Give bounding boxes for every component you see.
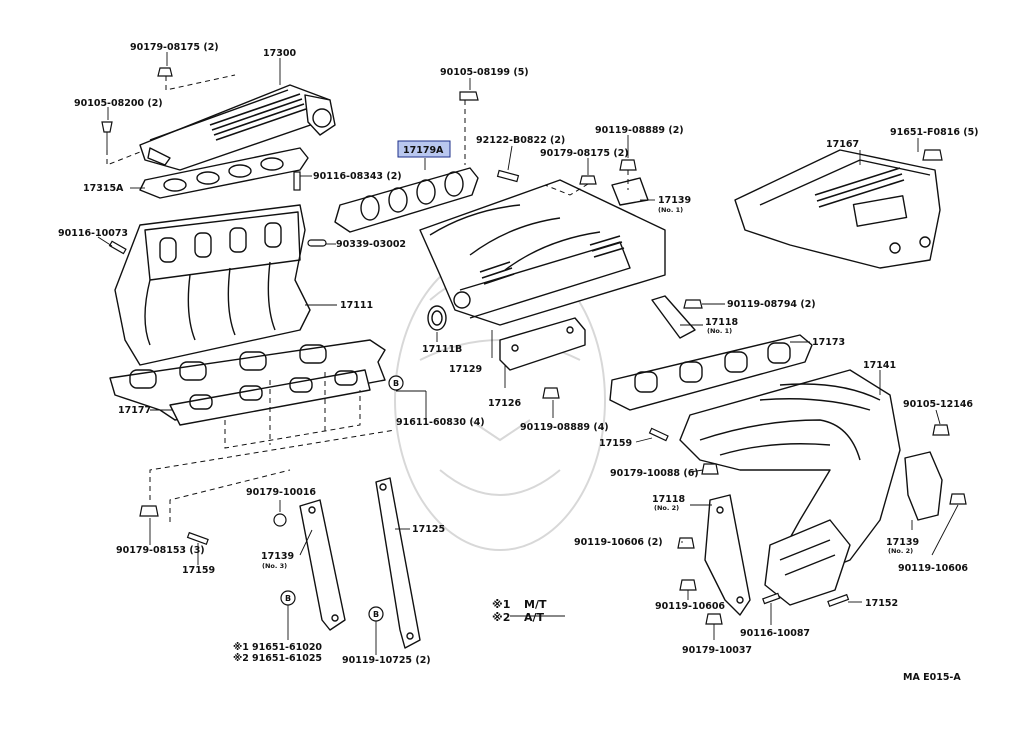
label-17118-no2-note: (No. 2) [654, 504, 679, 512]
part-17177-gasket[interactable] [109, 339, 386, 426]
part-17126-bracket[interactable] [499, 317, 586, 371]
label-17139-no2[interactable]: 17139 [886, 537, 919, 548]
legend-mark-2: ※2 [492, 611, 510, 624]
b-marker-1: B [388, 375, 404, 391]
label-17139-no3[interactable]: 17139 [261, 551, 294, 562]
label-star2: ※2 [233, 653, 249, 664]
label-17125[interactable]: 17125 [412, 524, 445, 535]
svg-text:B: B [373, 610, 379, 619]
label-90119-08889-a[interactable]: 90119-08889 (2) [595, 125, 684, 136]
part-17125-stay[interactable] [375, 477, 421, 649]
legend-text-1: M/T [524, 598, 547, 611]
label-92122-B0822[interactable]: 92122-B0822 (2) [476, 135, 565, 146]
label-17139-no3-note: (No. 3) [262, 562, 287, 570]
label-90119-10606-c[interactable]: 90119-10606 [655, 601, 725, 612]
part-17139-no3-stay[interactable] [299, 499, 346, 631]
label-17139-no1-note: (No. 1) [658, 206, 683, 214]
label-90116-10087[interactable]: 90116-10087 [740, 628, 810, 639]
label-90105-12146[interactable]: 90105-12146 [903, 399, 973, 410]
legend-mark-1: ※1 [492, 598, 510, 611]
label-90119-08794[interactable]: 90119-08794 (2) [727, 299, 816, 310]
fasteners-left[interactable] [101, 67, 327, 546]
label-90179-10016[interactable]: 90179-10016 [246, 487, 316, 498]
part-17111B-seal[interactable] [427, 305, 447, 331]
part-17179A-gasket[interactable] [334, 167, 479, 233]
label-17111[interactable]: 17111 [340, 300, 373, 311]
part-17300-plenum[interactable] [139, 84, 336, 171]
label-17118-no1[interactable]: 17118 [705, 317, 738, 328]
diagram-code: MA E015-A [903, 672, 961, 683]
fasteners-right[interactable] [648, 424, 967, 625]
label-91651-F0816[interactable]: 91651-F0816 (5) [890, 127, 979, 138]
label-90116-10073[interactable]: 90116-10073 [58, 228, 128, 239]
label-90179-10088[interactable]: 90179-10088 (6) [610, 468, 699, 479]
label-90179-08175-a[interactable]: 90179-08175 (2) [130, 42, 219, 53]
b-marker-3: B [368, 606, 384, 622]
part-17315A-gasket[interactable] [139, 147, 309, 199]
part-labels: 90179-08175 (2) 17300 90105-08200 (2) 17… [58, 42, 979, 666]
label-17179A[interactable]: 17179A [403, 145, 444, 156]
part-17111-intake-manifold[interactable] [114, 204, 311, 366]
label-17315A[interactable]: 17315A [83, 183, 124, 194]
assembly-dashed-lines [106, 74, 629, 522]
label-90179-08175-b[interactable]: 90179-08175 (2) [540, 148, 629, 159]
label-star1: ※1 [233, 642, 249, 653]
label-90116-08343[interactable]: 90116-08343 (2) [313, 171, 402, 182]
label-17111B[interactable]: 17111B [422, 344, 462, 355]
label-17173[interactable]: 17173 [812, 337, 845, 348]
label-91651-61025[interactable]: 91651-61025 [252, 653, 322, 664]
label-17167[interactable]: 17167 [826, 139, 859, 150]
part-17129-intake-runners[interactable] [419, 179, 666, 326]
label-90119-10606-b[interactable]: 90119-10606 [898, 563, 968, 574]
legend: ※1 M/T ※2 A/T [492, 598, 547, 624]
fasteners-center[interactable] [459, 91, 703, 399]
label-17177[interactable]: 17177 [118, 405, 151, 416]
label-90119-10725[interactable]: 90119-10725 (2) [342, 655, 431, 666]
label-90119-08889-b[interactable]: 90119-08889 (4) [520, 422, 609, 433]
b-marker-2: B [280, 590, 296, 606]
label-17129[interactable]: 17129 [449, 364, 482, 375]
part-17139-no2-stay[interactable] [904, 451, 943, 521]
svg-text:B: B [393, 379, 399, 388]
label-90105-08200[interactable]: 90105-08200 (2) [74, 98, 163, 109]
part-17173-gasket[interactable] [609, 334, 813, 411]
label-17159-b[interactable]: 17159 [599, 438, 632, 449]
label-90105-08199[interactable]: 90105-08199 (5) [440, 67, 529, 78]
label-17139-no2-note: (No. 2) [888, 547, 913, 555]
label-17159-a[interactable]: 17159 [182, 565, 215, 576]
label-90179-10037[interactable]: 90179-10037 [682, 645, 752, 656]
label-17152[interactable]: 17152 [865, 598, 898, 609]
label-17118-no1-note: (No. 1) [707, 327, 732, 335]
leader-lines [97, 52, 959, 655]
label-90119-10606-a[interactable]: 90119-10606 (2) [574, 537, 663, 548]
svg-text:B: B [285, 594, 291, 603]
label-17126[interactable]: 17126 [488, 398, 521, 409]
label-17141[interactable]: 17141 [863, 360, 896, 371]
label-90179-08153[interactable]: 90179-08153 (3) [116, 545, 205, 556]
part-17118-no2-stay[interactable] [704, 494, 751, 616]
label-91651-61020[interactable]: 91651-61020 [252, 642, 322, 653]
legend-text-2: A/T [524, 611, 545, 624]
part-17167-cover[interactable] [734, 149, 943, 269]
label-91611-60830[interactable]: 91611-60830 (4) [396, 417, 485, 428]
highlight-box-17179A [397, 140, 451, 158]
label-17118-no2[interactable]: 17118 [652, 494, 685, 505]
part-17141-exhaust-manifold[interactable] [679, 369, 901, 606]
label-90339-03002[interactable]: 90339-03002 [336, 239, 406, 250]
label-17300[interactable]: 17300 [263, 48, 296, 59]
label-17139-no1[interactable]: 17139 [658, 195, 691, 206]
